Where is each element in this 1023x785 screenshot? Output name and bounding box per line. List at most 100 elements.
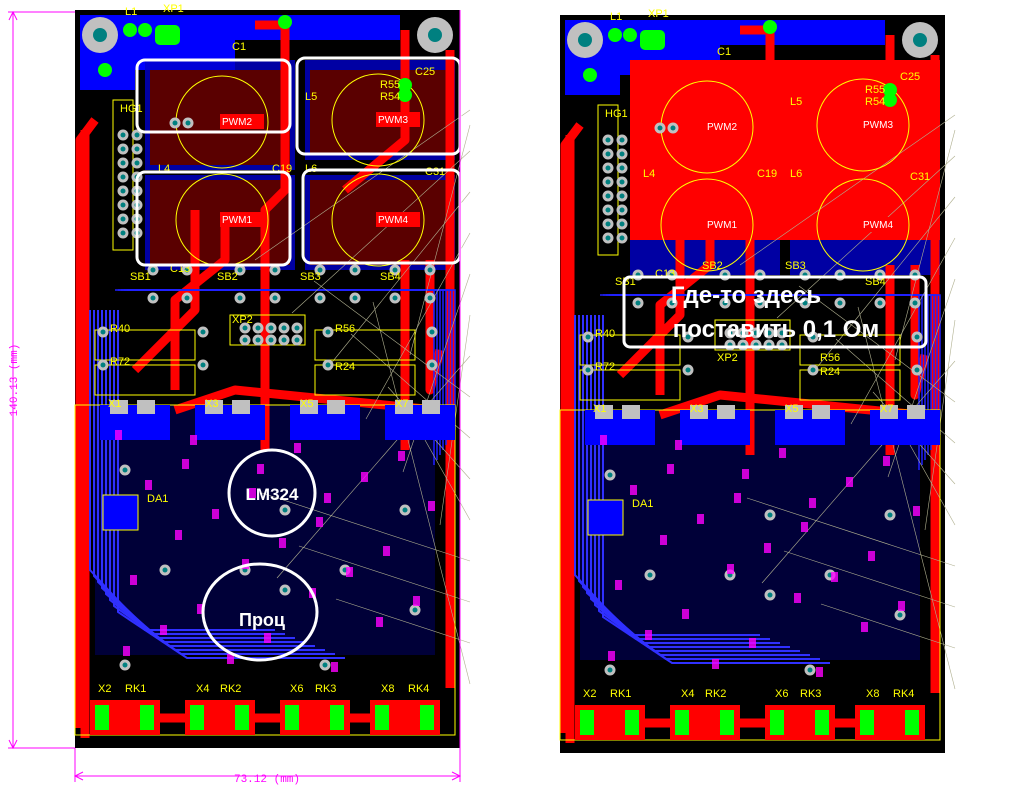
connector-pad <box>595 405 613 419</box>
component-pad <box>623 28 637 42</box>
mounting-hole-center <box>428 28 442 42</box>
pwm-label: PWM2 <box>222 117 252 128</box>
pad-hole <box>272 295 278 301</box>
terminal-pad <box>330 705 344 730</box>
pwm-label-bg <box>705 119 749 134</box>
pad-hole <box>200 362 206 368</box>
mounting-hole-center <box>913 33 927 47</box>
pad-hole <box>605 137 611 143</box>
pad-hole <box>134 146 140 152</box>
smd-pad <box>794 593 801 603</box>
pad-hole <box>237 295 243 301</box>
pad-hole <box>605 165 611 171</box>
smd-pad <box>361 472 368 482</box>
pad-hole <box>619 193 625 199</box>
silkscreen-outline <box>331 73 425 167</box>
designator-label: L5 <box>305 91 317 103</box>
pad-hole <box>392 295 398 301</box>
smd-pad <box>615 580 622 590</box>
connector-pad <box>137 400 155 414</box>
pad-hole <box>914 367 920 373</box>
pad-hole <box>914 334 920 340</box>
terminal-pad <box>815 710 829 735</box>
designator-label: RK3 <box>800 688 821 700</box>
smd-pad <box>861 622 868 632</box>
pad-hole <box>605 179 611 185</box>
designator-label: SB2 <box>217 271 238 283</box>
pad-hole <box>255 337 261 343</box>
designator-label: RK4 <box>408 683 429 695</box>
terminal-pad <box>140 705 154 730</box>
annotation-proc: Проц <box>239 610 285 630</box>
smd-pad <box>182 459 189 469</box>
designator-label: XP2 <box>232 314 253 326</box>
component-pad <box>608 28 622 42</box>
top-copper-trace <box>170 220 230 390</box>
designator-label: SB1 <box>130 271 151 283</box>
pad-hole <box>427 295 433 301</box>
smd-pad <box>249 488 256 498</box>
connector-pad <box>110 400 128 414</box>
designator-label: X1 <box>593 403 606 415</box>
pad-hole <box>255 325 261 331</box>
pwm-label-bg <box>705 217 749 232</box>
smd-pad <box>227 654 234 664</box>
top-copper-trace <box>560 122 584 733</box>
connector-pad <box>717 405 735 419</box>
pad-hole <box>162 567 168 573</box>
pad-hole <box>427 267 433 273</box>
connector-pad <box>785 405 803 419</box>
designator-label: L1 <box>610 11 622 23</box>
terminal-pad <box>95 705 109 730</box>
pad-hole <box>134 132 140 138</box>
smd-pad <box>764 543 771 553</box>
component-pad <box>583 68 597 82</box>
connector-pad <box>907 405 925 419</box>
pad-hole <box>268 325 274 331</box>
ratsnest-line <box>857 306 956 690</box>
component-pad <box>278 15 292 29</box>
smd-pad <box>190 435 197 445</box>
terminal-pad <box>580 710 594 735</box>
dimension-line-horizontal <box>73 10 462 782</box>
pad-hole <box>120 174 126 180</box>
annotation-line1: Где-то здесь <box>671 282 821 309</box>
designator-label: RK2 <box>220 683 241 695</box>
pad-hole <box>802 300 808 306</box>
designator-label: HG1 <box>605 108 628 120</box>
pwm-label-bg <box>376 212 420 227</box>
pad-hole <box>807 667 813 673</box>
pad-hole <box>685 334 691 340</box>
designator-label: X3 <box>690 403 703 415</box>
pad-hole <box>120 132 126 138</box>
pad-hole <box>120 230 126 236</box>
smd-pad <box>831 572 838 582</box>
ratsnest-line <box>909 444 956 526</box>
designator-label: HG1 <box>120 103 143 115</box>
designator-label: XP2 <box>717 352 738 364</box>
designator-label: RK1 <box>125 683 146 695</box>
smd-pad <box>749 638 756 648</box>
pad-hole <box>352 295 358 301</box>
smd-pad <box>331 662 338 672</box>
pad-hole <box>810 334 816 340</box>
terminal-pad <box>625 710 639 735</box>
designator-label: R55 <box>865 84 885 96</box>
pwm-label-bg <box>220 212 264 227</box>
pwm-label: PWM1 <box>707 220 737 231</box>
connector-pad <box>880 405 898 419</box>
pad-hole <box>767 592 773 598</box>
designator-label: X5 <box>300 398 313 410</box>
bottom-copper-trace <box>113 310 335 655</box>
pad-hole <box>429 329 435 335</box>
designator-label: X7 <box>395 398 408 410</box>
pad-hole <box>322 662 328 668</box>
designator-label: C31 <box>425 166 445 178</box>
ratsnest-line <box>313 280 471 398</box>
designator-label: R72 <box>110 356 130 368</box>
pad-hole <box>619 235 625 241</box>
designator-label: SB2 <box>702 260 723 272</box>
pad-hole <box>657 125 663 131</box>
pad-hole <box>753 330 759 336</box>
pad-hole <box>605 207 611 213</box>
